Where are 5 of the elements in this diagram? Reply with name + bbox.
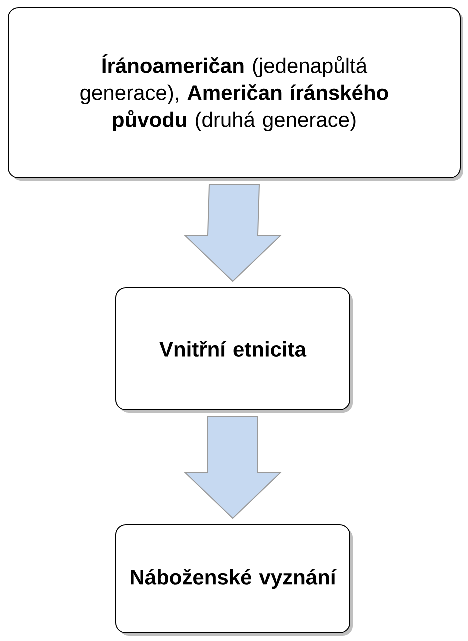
block-arrow (184, 416, 282, 520)
text-box: Náboženské vyznání (116, 524, 353, 636)
text-box: Íránoameričan (jedenapůltá generace), Američan íránského původu (druhá generace) (8, 8, 464, 181)
text-box: Vnitřní etnicita (116, 288, 353, 413)
block-arrow (184, 184, 282, 282)
